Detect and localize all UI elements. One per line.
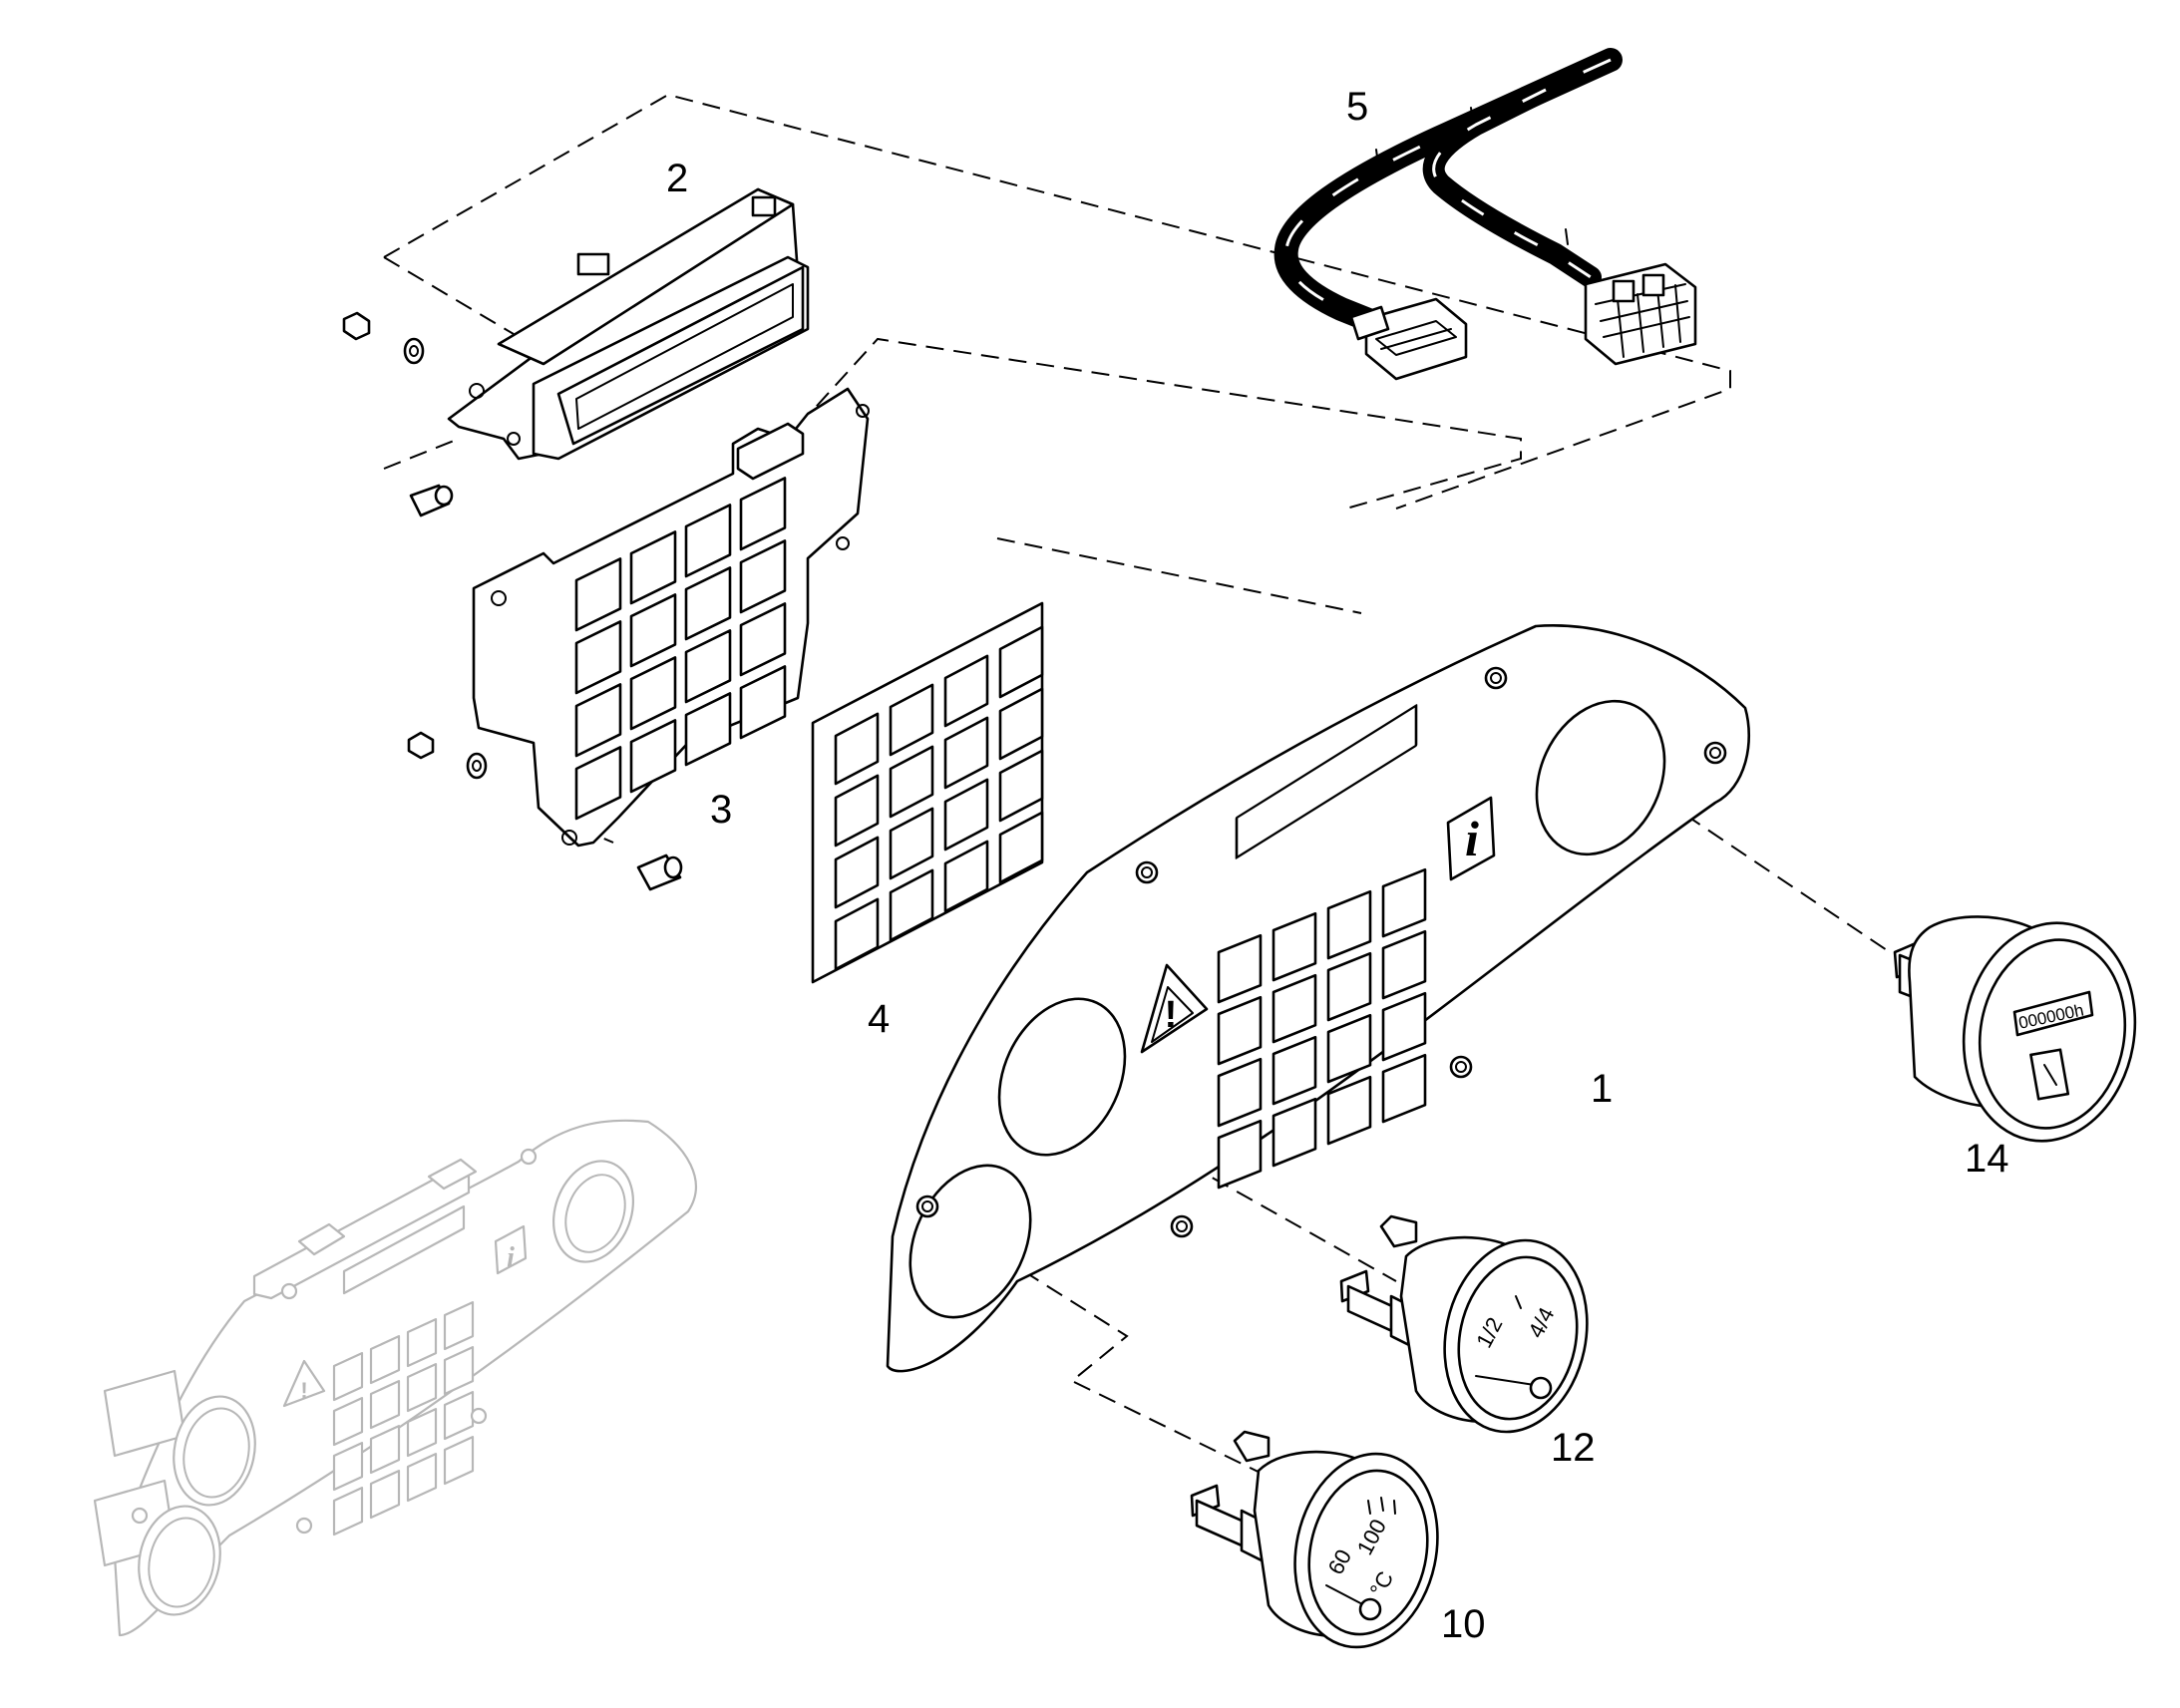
panel-key: [1326, 1075, 1372, 1146]
display-module: [447, 187, 810, 461]
panel-key: [1326, 889, 1372, 960]
keypad-circuit-board: [472, 387, 870, 848]
callout-14: 14: [1965, 1137, 2009, 1181]
ghost-key: [443, 1436, 475, 1486]
membrane-key: [998, 749, 1044, 823]
ghost-key: [369, 1425, 401, 1475]
wiring-harness: [1273, 48, 1697, 381]
display-hardware: [342, 311, 454, 517]
front-panel: i !: [886, 624, 1751, 1373]
info-symbol: i: [1465, 811, 1479, 866]
membrane-key: [943, 716, 989, 790]
callout-5: 5: [1346, 85, 1368, 129]
pcb-key: [574, 620, 622, 695]
ghost-key: [369, 1335, 401, 1385]
membrane-key: [834, 774, 880, 848]
pcb-key: [739, 602, 787, 677]
pcb-key: [739, 665, 787, 740]
membrane-key: [943, 654, 989, 728]
pcb-key: [574, 557, 622, 632]
ghost-key: [332, 1352, 364, 1402]
ghost-key: [369, 1380, 401, 1430]
pcb-key: [629, 719, 677, 794]
ghost-key: [443, 1301, 475, 1351]
ghost-key: [406, 1408, 438, 1458]
membrane-key: [943, 840, 989, 913]
info-icon: i: [1446, 796, 1496, 881]
warning-symbol: !: [1165, 994, 1178, 1036]
panel-key: [1381, 929, 1427, 1000]
panel-key: [1272, 911, 1317, 982]
ghost-key: [332, 1397, 364, 1447]
pcb-key: [629, 593, 677, 668]
panel-key: [1217, 933, 1263, 1004]
panel-key: [1272, 1035, 1317, 1106]
keypad-membrane: [811, 601, 1044, 984]
panel-key: [1217, 995, 1263, 1066]
membrane-key: [998, 811, 1044, 884]
pcb-key: [684, 629, 732, 704]
panel-key: [1381, 991, 1427, 1062]
panel-key: [1272, 1097, 1317, 1168]
ghost-key: [332, 1487, 364, 1537]
ghost-key: [443, 1346, 475, 1396]
panel-key: [1217, 1057, 1263, 1128]
pcb-key: [629, 530, 677, 605]
ghost-info-symbol: i: [507, 1242, 515, 1273]
ghost-key-matrix: [332, 1301, 475, 1537]
panel-key: [1217, 1119, 1263, 1190]
ghost-key: [406, 1318, 438, 1368]
membrane-key: [889, 868, 934, 942]
pcb-key: [684, 504, 732, 578]
pcb-key: [739, 477, 787, 551]
temperature-gauge: 60 100 °C: [1190, 1430, 1439, 1649]
ghost-key: [406, 1453, 438, 1503]
pcb-hardware: [407, 731, 683, 891]
panel-key: [1326, 951, 1372, 1022]
panel-key-matrix: [1217, 867, 1427, 1190]
panel-key: [1272, 973, 1317, 1044]
membrane-key: [889, 807, 934, 880]
callout-labels: 1 2 3 4 5 10 12 14: [666, 85, 2009, 1646]
pcb-key: [739, 539, 787, 614]
ghost-key: [406, 1363, 438, 1413]
callout-1: 1: [1591, 1067, 1613, 1111]
membrane-key-matrix: [834, 625, 1044, 971]
ghost-key: [443, 1391, 475, 1441]
membrane-key: [943, 778, 989, 852]
membrane-key: [889, 745, 934, 819]
panel-key: [1326, 1013, 1372, 1084]
membrane-key: [889, 683, 934, 757]
membrane-key: [998, 625, 1044, 699]
hour-meter: 000000h: [1893, 915, 2137, 1143]
pcb-key: [684, 692, 732, 767]
assembled-panel-reference: i !: [93, 1119, 697, 1637]
panel-key: [1381, 1053, 1427, 1124]
pcb-key: [574, 746, 622, 821]
membrane-key: [834, 836, 880, 909]
pcb-key-matrix: [574, 477, 787, 821]
callout-4: 4: [868, 997, 890, 1041]
callout-12: 12: [1551, 1426, 1596, 1470]
ghost-key: [332, 1442, 364, 1492]
callout-10: 10: [1441, 1602, 1486, 1646]
ghost-key: [369, 1470, 401, 1520]
panel-key: [1381, 867, 1427, 938]
panel-mount-holes: [915, 666, 1727, 1238]
pcb-key: [629, 656, 677, 731]
membrane-key: [834, 897, 880, 971]
membrane-key: [834, 712, 880, 786]
membrane-key: [998, 687, 1044, 761]
callout-3: 3: [710, 788, 732, 832]
pcb-key: [574, 683, 622, 758]
ghost-warning-symbol: !: [300, 1378, 307, 1403]
warning-icon: !: [1140, 963, 1209, 1054]
pcb-key: [684, 566, 732, 641]
callout-2: 2: [666, 157, 688, 200]
fuel-gauge: 1/2 4/4: [1339, 1214, 1589, 1434]
